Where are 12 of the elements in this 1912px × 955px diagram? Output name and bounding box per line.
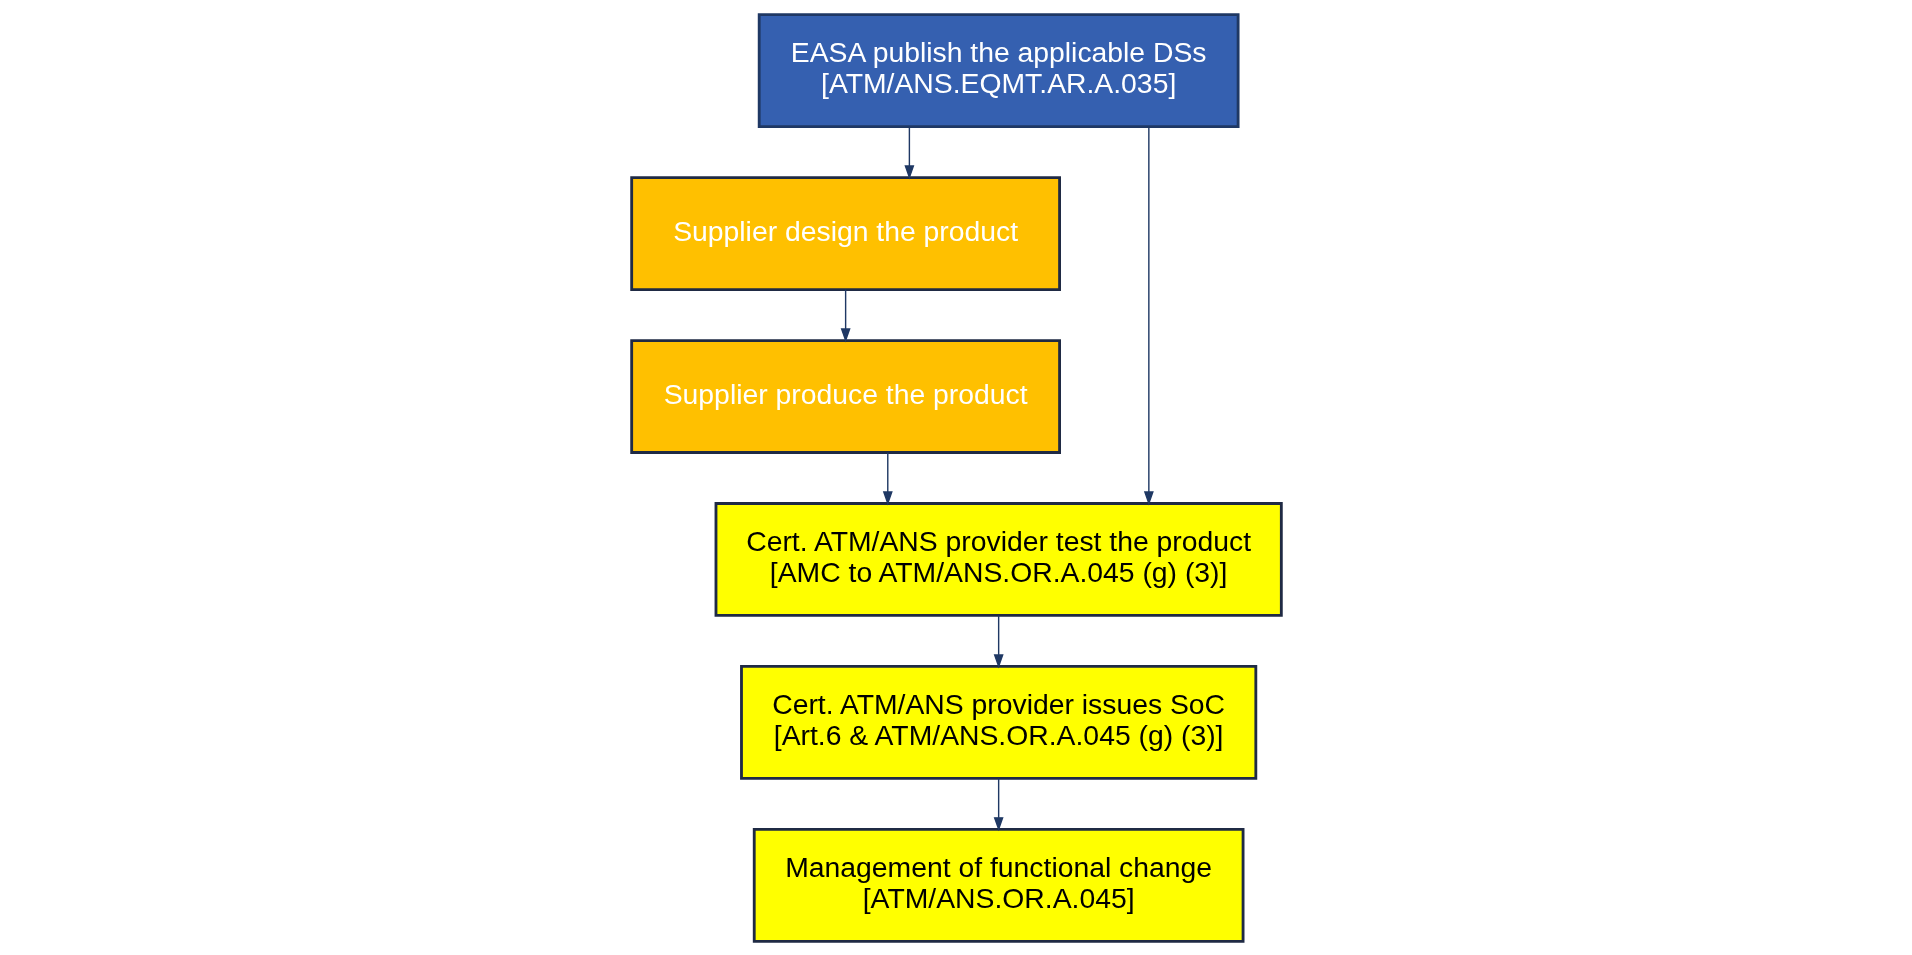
arrow [1143,125,1154,505]
arrow [993,614,1004,668]
node-box: Supplier design the product [629,175,1061,291]
node-box: EASA publish the applicable DSs [ATM/ANS.EQMT.AR.A.035] [757,12,1240,128]
node-box: Cert. ATM/ANS provider test the product [AMC to ATM/ANS.OR.A.045 (g) (3)] [714,501,1283,617]
node-box: Management of functional change [ATM/ANS.OR.A.045] [752,827,1244,943]
arrow [882,451,893,505]
arrow [840,288,851,342]
node-box: Cert. ATM/ANS provider issues SoC [Art.6 & ATM/ANS.OR.A.045 (g) (3)] [739,664,1257,780]
arrow [903,125,914,180]
arrow [993,777,1004,831]
node-box: Supplier produce the product [629,338,1061,454]
